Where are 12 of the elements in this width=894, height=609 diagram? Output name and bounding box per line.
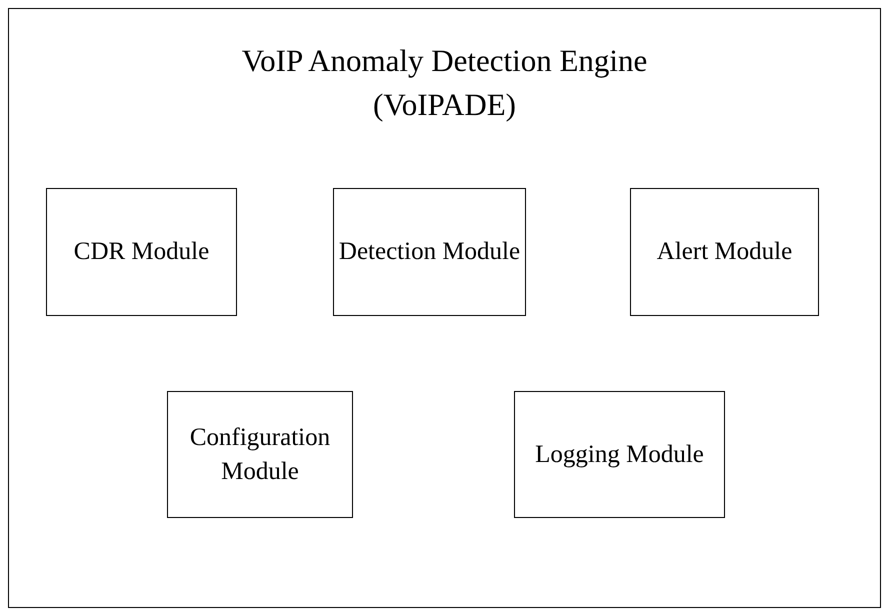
- module-box: [333, 188, 526, 316]
- module-label: Detection Module: [338, 237, 520, 267]
- module-label: Configuration Module: [188, 422, 332, 486]
- module-box: [46, 188, 237, 316]
- module-label: Logging Module: [535, 440, 704, 470]
- module-box: [167, 391, 353, 518]
- module-label: CDR Module: [74, 237, 210, 267]
- system-frame: [8, 8, 881, 608]
- module-box: [630, 188, 819, 316]
- diagram-heading: VoIP Anomaly Detection Engine (VoIPADE): [240, 42, 648, 124]
- module-box: [514, 391, 725, 518]
- module-label: Alert Module: [656, 237, 792, 267]
